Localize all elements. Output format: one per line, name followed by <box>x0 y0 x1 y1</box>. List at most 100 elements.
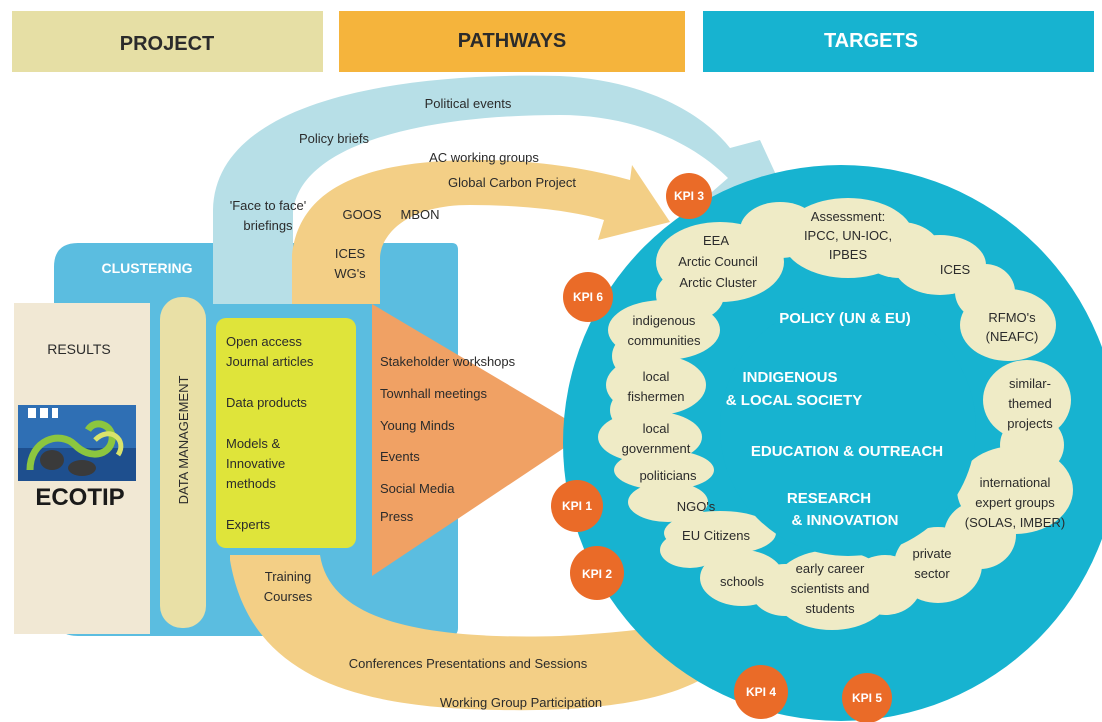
working-group-participation: Working Group Participation <box>440 695 602 710</box>
data-management-box <box>160 297 206 628</box>
ring-scientists: scientists and <box>791 581 870 596</box>
ring-communities: communities <box>628 333 701 348</box>
inner-indigenous: INDIGENOUS <box>742 369 837 386</box>
courses-label: Courses <box>264 589 313 604</box>
output-journal-articles: Journal articles <box>226 354 314 369</box>
ring-students: students <box>805 601 855 616</box>
kpi-3-label: KPI 3 <box>674 189 704 203</box>
ring-expert-groups: expert groups <box>975 495 1055 510</box>
ring-solas: (SOLAS, IMBER) <box>965 515 1065 530</box>
townhall-meetings: Townhall meetings <box>380 386 487 401</box>
pathways-header-bar <box>339 11 685 72</box>
mbon: MBON <box>401 207 440 222</box>
kpi-6-label: KPI 6 <box>573 290 603 304</box>
targets-circle: POLICY (UN & EU) INDIGENOUS & LOCAL SOCI… <box>563 165 1102 721</box>
kpi-2-label: KPI 2 <box>582 567 612 581</box>
kpi-1-badge <box>551 480 603 532</box>
ring-local-fish: local <box>643 369 670 384</box>
results-label: RESULTS <box>47 341 111 357</box>
policy-briefs: Policy briefs <box>299 131 370 146</box>
kpi-3-badge <box>666 173 712 219</box>
ring-indigenous: indigenous <box>633 313 696 328</box>
kpi-6-badge <box>563 272 613 322</box>
project-header-label: PROJECT <box>120 33 214 55</box>
briefings: briefings <box>243 218 293 233</box>
targets-header-bar <box>703 11 1094 72</box>
ring-assessment: Assessment: <box>811 209 885 224</box>
ring-government: government <box>622 441 691 456</box>
ring-neafc: (NEAFC) <box>986 329 1039 344</box>
social-media: Social Media <box>380 481 455 496</box>
outputs-box-bg <box>216 318 356 548</box>
output-experts: Experts <box>226 517 271 532</box>
output-innovative: Innovative <box>226 456 285 471</box>
kpi-5-badge <box>842 673 892 722</box>
young-minds: Young Minds <box>380 418 455 433</box>
stakeholder-cloud-ring <box>598 198 1073 630</box>
wgs: WG's <box>334 266 366 281</box>
ring-arctic-council: Arctic Council <box>678 254 758 269</box>
data-management-bar: DATA MANAGEMENT <box>160 297 206 628</box>
ring-ipcc: IPCC, UN-IOC, <box>804 228 892 243</box>
conferences-label: Conferences Presentations and Sessions <box>349 656 588 671</box>
ring-eu-citizens: EU Citizens <box>682 528 750 543</box>
kpi-badges: KPI 3 KPI 6 KPI 1 KPI 2 KPI 4 KPI 5 <box>551 173 892 722</box>
kpi-1-label: KPI 1 <box>562 499 592 513</box>
inner-education: EDUCATION & OUTREACH <box>751 443 943 460</box>
ring-international: international <box>980 475 1051 490</box>
ring-themed: themed <box>1008 396 1051 411</box>
goos: GOOS <box>342 207 381 222</box>
kpi-4-label: KPI 4 <box>746 685 776 699</box>
output-methods: methods <box>226 476 276 491</box>
ac-working-groups: AC working groups <box>429 150 539 165</box>
ecotip-logo <box>18 405 136 481</box>
pathways-header-label: PATHWAYS <box>458 30 567 52</box>
clustering-label: CLUSTERING <box>102 260 193 276</box>
ring-private: private <box>912 546 951 561</box>
logo-text: ECOTIP <box>35 484 124 511</box>
global-carbon-project: Global Carbon Project <box>448 175 576 190</box>
inner-research: RESEARCH <box>787 490 871 507</box>
working-groups-arrow <box>292 160 670 304</box>
ring-ices: ICES <box>940 262 971 277</box>
header: PROJECT PATHWAYS TARGETS <box>12 11 1094 72</box>
ring-schools: schools <box>720 574 765 589</box>
ring-rfmo: RFMO's <box>988 310 1036 325</box>
output-open-access: Open access <box>226 334 302 349</box>
pathway-labels: Political events Policy briefs AC workin… <box>230 96 602 710</box>
events: Events <box>380 449 420 464</box>
kpi-4-badge <box>734 665 788 719</box>
policy-arrow <box>213 75 790 304</box>
ring-ipbes: IPBES <box>829 247 868 262</box>
press: Press <box>380 509 414 524</box>
ring-ngos: NGO's <box>677 499 716 514</box>
ring-local-gov: local <box>643 421 670 436</box>
output-models: Models & <box>226 436 281 451</box>
ring-projects: projects <box>1007 416 1053 431</box>
political-events: Political events <box>425 96 512 111</box>
kpi-5-label: KPI 5 <box>852 691 882 705</box>
inner-innovation: & INNOVATION <box>792 512 899 529</box>
inner-circle <box>720 300 976 556</box>
data-management-label: DATA MANAGEMENT <box>176 376 191 505</box>
ring-politicians: politicians <box>639 468 697 483</box>
ring-fishermen: fishermen <box>627 389 684 404</box>
ring-early-career: early career <box>796 561 865 576</box>
outputs-box: Open access Journal articles Data produc… <box>216 318 356 548</box>
project-header-bar <box>12 11 323 72</box>
kpi-2-badge <box>570 546 624 600</box>
stakeholder-workshops: Stakeholder workshops <box>380 354 516 369</box>
output-data-products: Data products <box>226 395 307 410</box>
targets-header-label: TARGETS <box>824 30 918 52</box>
results-panel: RESULTS ECOTIP <box>14 303 150 634</box>
ring-arctic-cluster: Arctic Cluster <box>679 275 757 290</box>
training-label: Training <box>265 569 311 584</box>
conferences-arrow <box>230 555 785 711</box>
inner-local-society: & LOCAL SOCIETY <box>726 392 862 409</box>
inner-policy: POLICY (UN & EU) <box>779 310 910 327</box>
ring-sector: sector <box>914 566 950 581</box>
ices-wg: ICES <box>335 246 366 261</box>
stakeholder-arrow <box>372 304 588 576</box>
